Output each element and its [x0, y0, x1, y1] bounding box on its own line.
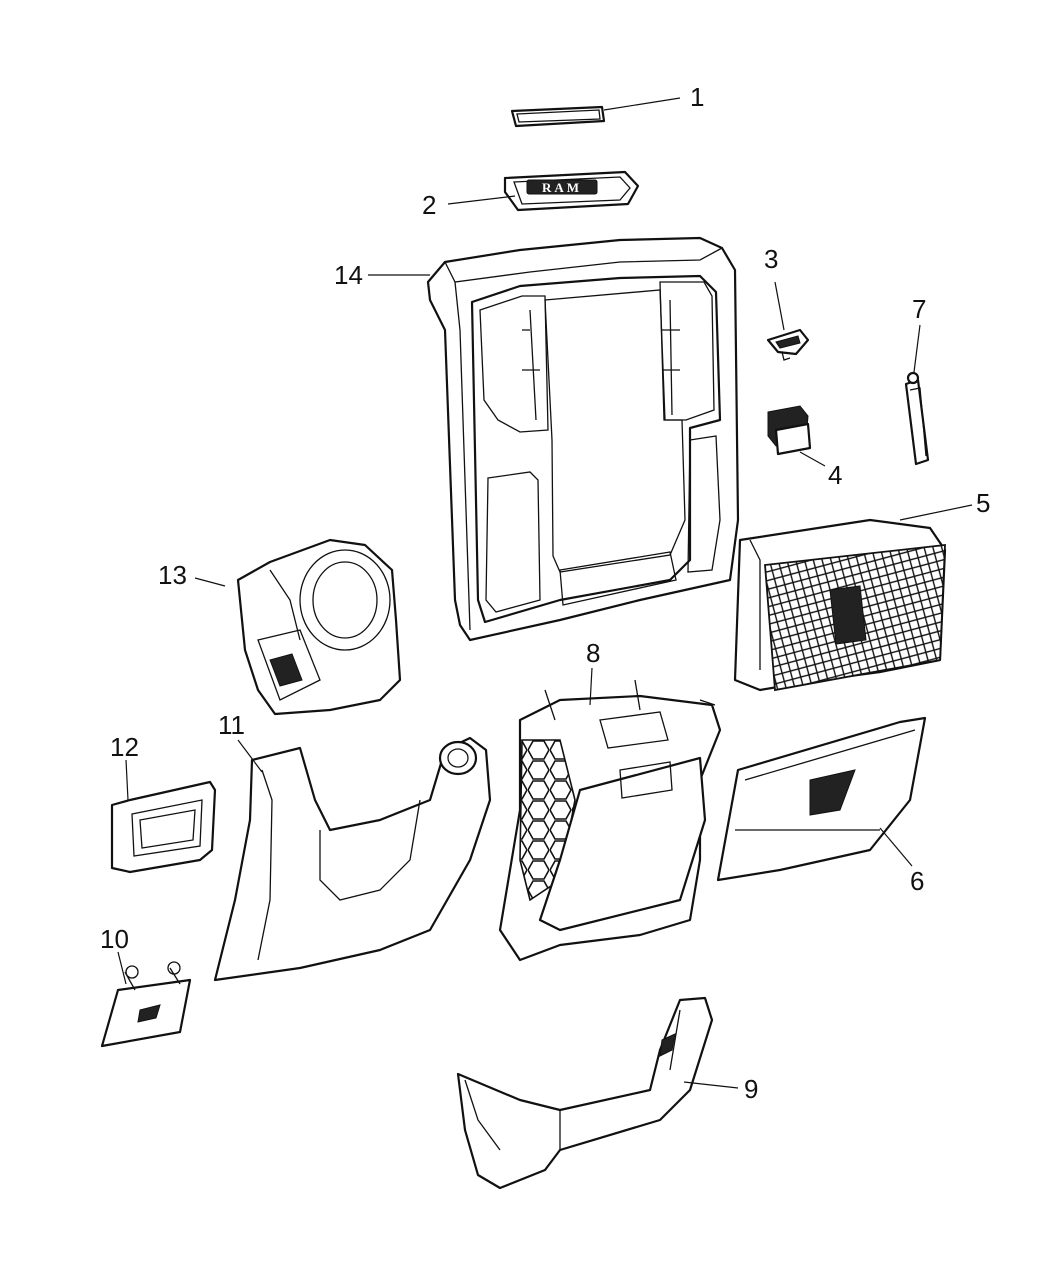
callout-2: 2 [422, 190, 436, 220]
part-3-clip [766, 328, 810, 361]
part-1-plate [510, 105, 606, 128]
callout-10: 10 [100, 924, 129, 954]
part-12-vent-bezel [110, 780, 217, 874]
callout-1: 1 [690, 82, 704, 112]
part-8-center-bracket [498, 679, 722, 962]
callout-3: 3 [764, 244, 778, 274]
leader-lines [117, 97, 973, 1089]
callout-numbers: 1 2 3 4 5 6 7 8 9 10 11 12 13 14 [100, 82, 990, 1104]
callout-12: 12 [110, 732, 139, 762]
callout-9: 9 [744, 1074, 758, 1104]
part-2-ram-badge-bezel: RAM [503, 170, 640, 212]
part-13-column-shroud [236, 538, 402, 716]
part-6-glovebox-door [716, 716, 927, 882]
part-9-lower-trim [456, 996, 714, 1190]
callout-6: 6 [910, 866, 924, 896]
callout-14: 14 [334, 260, 363, 290]
part-11-knee-panel [213, 736, 492, 982]
part-5-glovebox-bin [733, 518, 947, 692]
callout-7: 7 [912, 294, 926, 324]
callout-8: 8 [586, 638, 600, 668]
callout-11: 11 [218, 710, 245, 740]
part-14-center-bezel [426, 236, 740, 642]
callout-5: 5 [976, 488, 990, 518]
part-10-access-door [100, 961, 192, 1048]
part-7-bracket [904, 371, 930, 466]
ram-badge-text: RAM [542, 180, 582, 195]
callout-13: 13 [158, 560, 187, 590]
part-4-switch [767, 405, 812, 456]
callout-4: 4 [828, 460, 842, 490]
